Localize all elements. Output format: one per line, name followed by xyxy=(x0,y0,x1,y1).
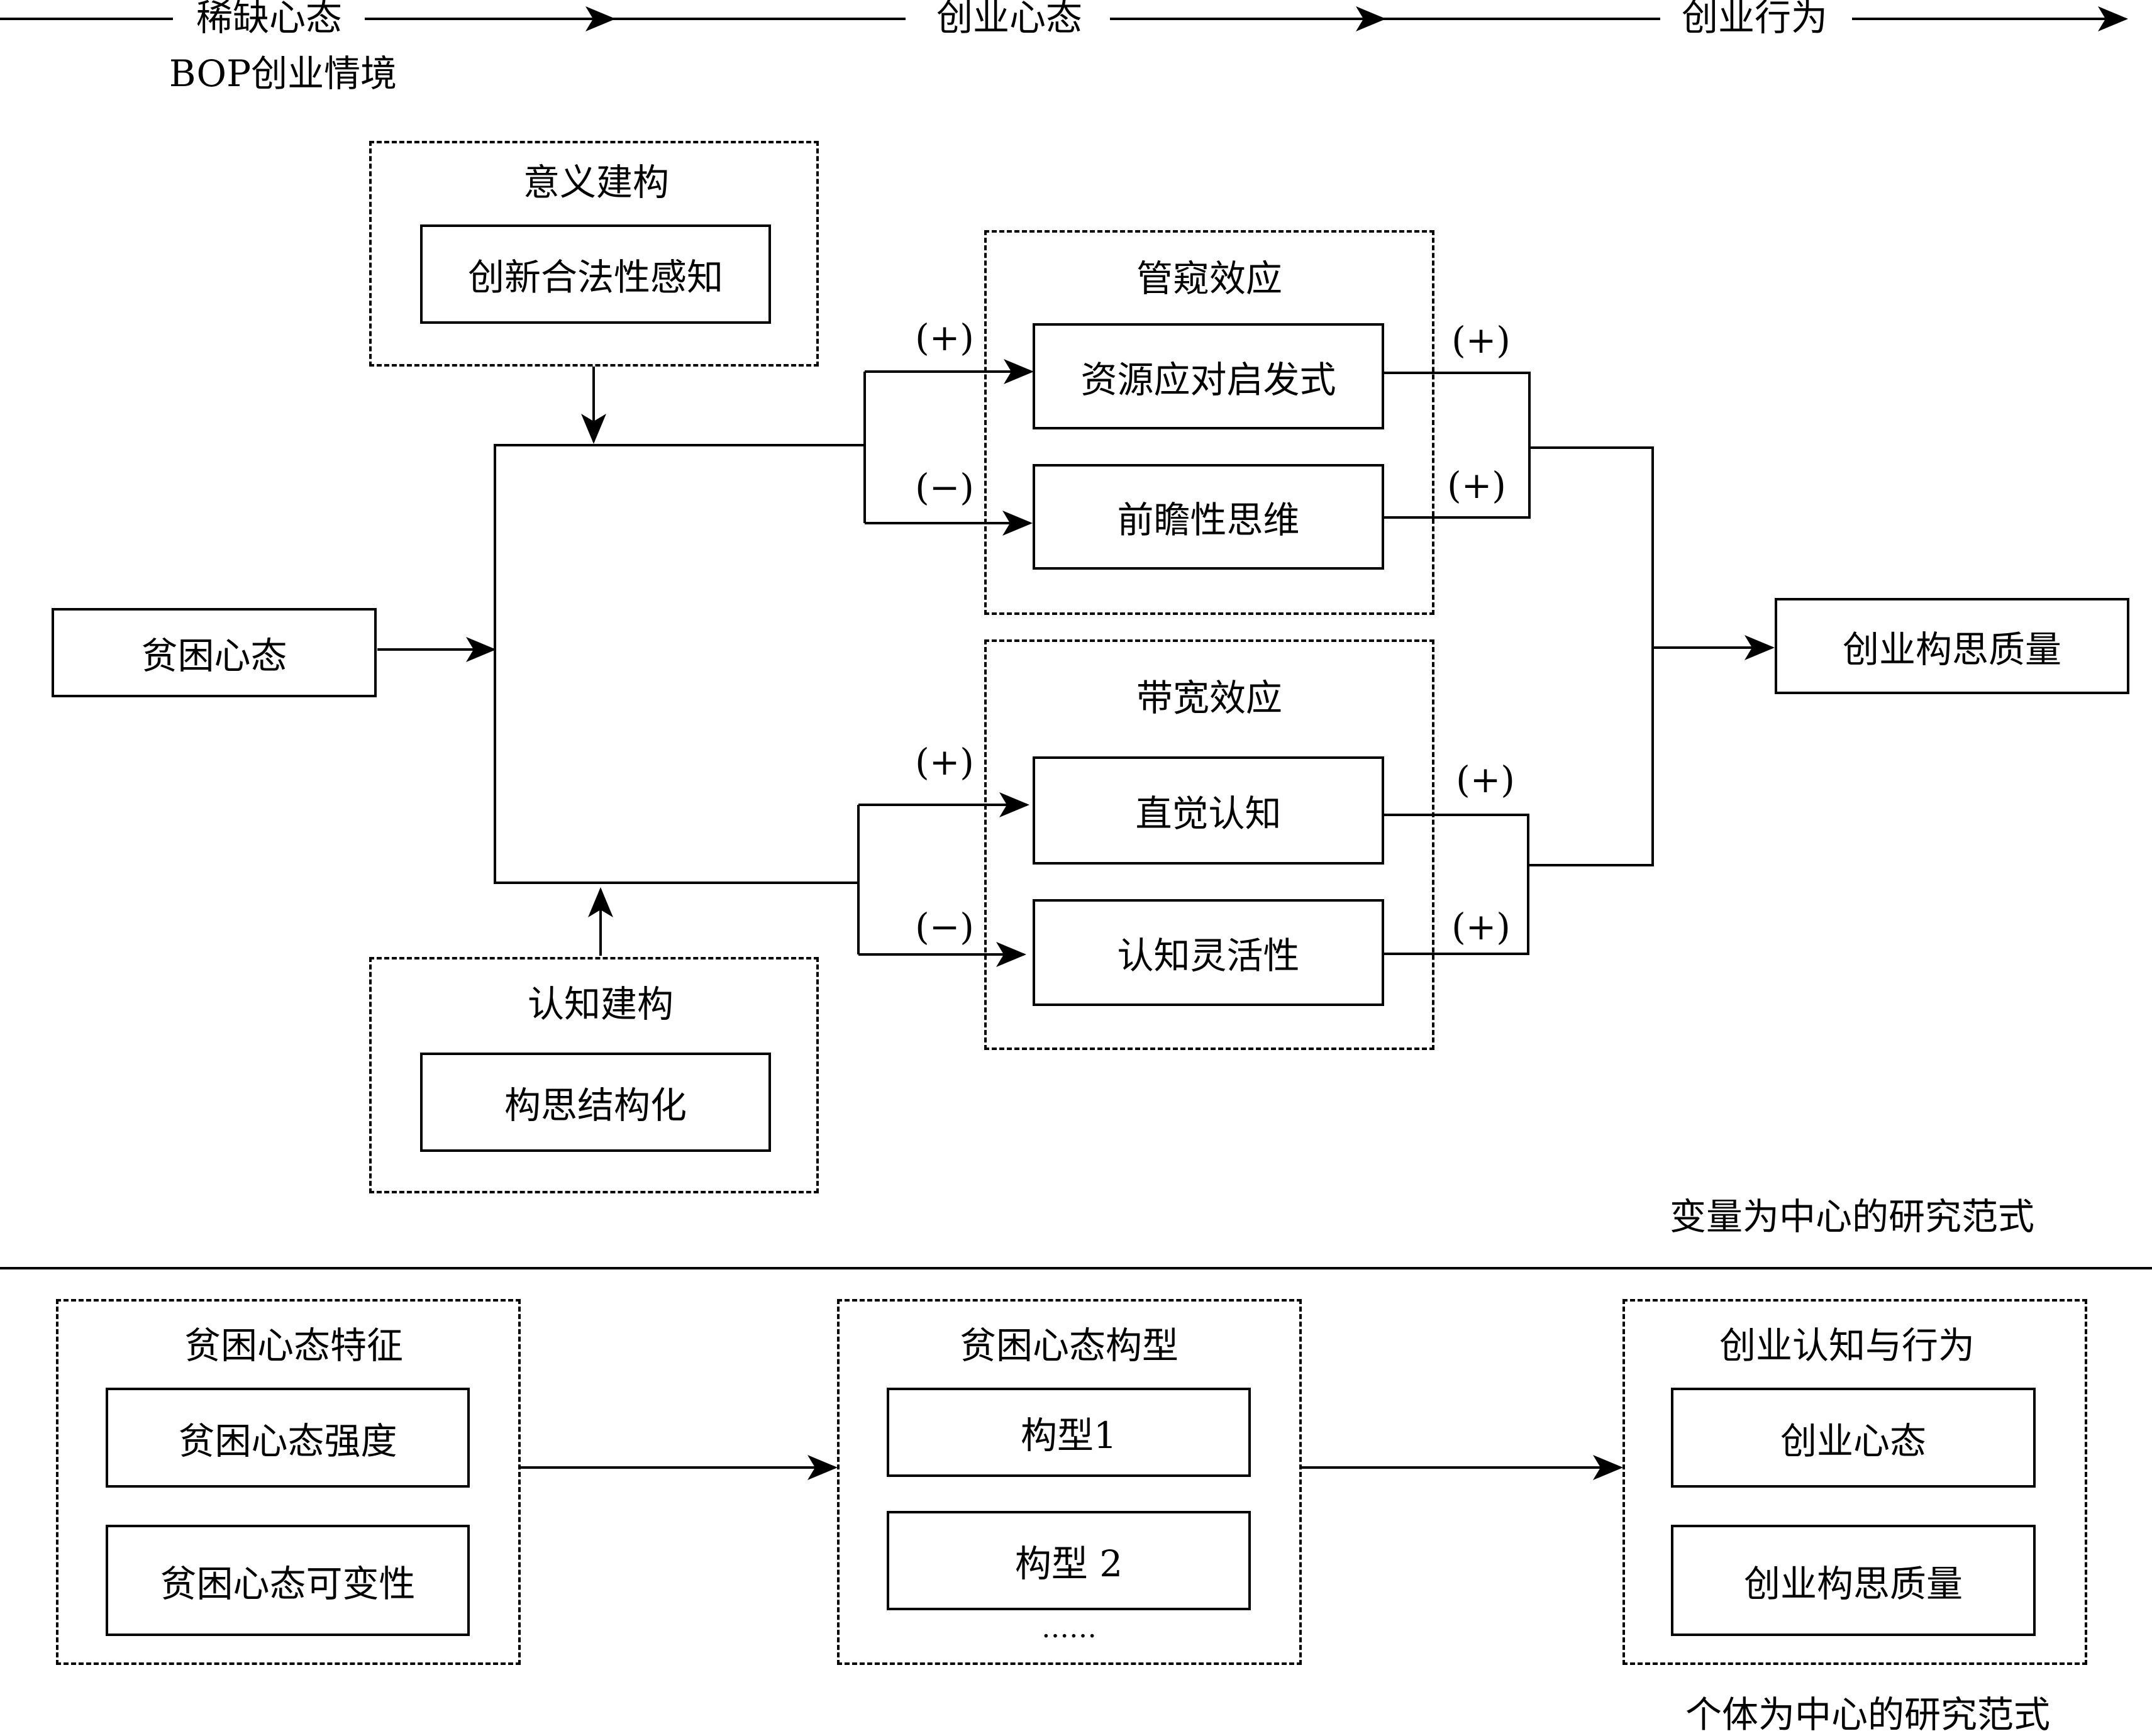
innovation-legitimacy-label: 创新合法性感知 xyxy=(467,256,723,299)
future-oriented-thinking-label: 前瞻性思维 xyxy=(1117,499,1300,541)
entrepreneurial-idea-quality-label: 创业构思质量 xyxy=(1743,1562,1963,1605)
sign-out-bandwidth-2: (+) xyxy=(1451,905,1511,948)
poverty-mindset-variability: 贫困心态可变性 xyxy=(106,1525,470,1636)
sign-out-tunnel-2: (+) xyxy=(1447,464,1506,507)
trunk-line xyxy=(494,444,865,884)
poverty-mindset-features-title: 贫困心态特征 xyxy=(184,1324,404,1367)
moderator-innovation-legitimacy: 创新合法性感知 xyxy=(420,224,771,324)
context-label: BOP创业情境 xyxy=(169,52,397,95)
poverty-mindset-intensity: 贫困心态强度 xyxy=(106,1388,470,1488)
source-poverty-mindset: 贫困心态 xyxy=(52,608,377,697)
configuration-1-label: 构型1 xyxy=(1021,1414,1117,1457)
person-paradigm-label: 个体为中心的研究范式 xyxy=(1685,1693,2051,1736)
configuration-1: 构型1 xyxy=(887,1388,1251,1477)
sign-out-tunnel-1: (+) xyxy=(1451,319,1511,362)
idea-structuring-label: 构思结构化 xyxy=(504,1084,687,1127)
sign-in-bandwidth-1: (+) xyxy=(915,741,974,783)
tunnel-merge xyxy=(1384,372,1531,519)
sign-in-tunnel-2: (−) xyxy=(915,466,974,509)
intuitive-cognition-label: 直觉认知 xyxy=(1135,792,1282,835)
moderator-cognitive-title: 认知建构 xyxy=(527,983,674,1026)
sign-in-bandwidth-2: (−) xyxy=(915,905,974,948)
poverty-mindset-features-group xyxy=(56,1299,521,1665)
entrepreneurial-mindset: 创业心态 xyxy=(1671,1388,2036,1488)
variability-label: 贫困心态可变性 xyxy=(160,1562,416,1605)
bandwidth-merge xyxy=(1384,814,1529,955)
stage-scarcity-mindset: 稀缺心态 xyxy=(187,0,352,36)
resource-coping-heuristic: 资源应对启发式 xyxy=(1033,323,1384,429)
configuration-ellipsis: …… xyxy=(1041,1612,1097,1644)
source-label: 贫困心态 xyxy=(141,634,287,677)
configuration-2: 构型 2 xyxy=(887,1511,1251,1610)
entrepreneurial-cognition-behavior-group xyxy=(1622,1299,2087,1665)
stage-entrepreneurial-mindset: 创业心态 xyxy=(927,0,1092,36)
sign-in-tunnel-1: (+) xyxy=(915,316,974,359)
outcome-label: 创业构思质量 xyxy=(1842,628,2061,671)
moderator-cognitive-group xyxy=(369,957,819,1193)
intensity-label: 贫困心态强度 xyxy=(178,1419,397,1462)
bandwidth-effect-title: 带宽效应 xyxy=(1136,677,1283,719)
cognitive-flexibility: 认知灵活性 xyxy=(1033,899,1384,1006)
future-oriented-thinking: 前瞻性思维 xyxy=(1033,464,1384,570)
tunnel-to-outcome xyxy=(1529,446,1654,648)
stage-entrepreneurial-behavior: 创业行为 xyxy=(1672,0,1837,36)
entrepreneurial-idea-quality: 创业构思质量 xyxy=(1671,1525,2036,1636)
poverty-mindset-configuration-group xyxy=(837,1299,1302,1665)
entrepreneurial-mindset-label: 创业心态 xyxy=(1780,1419,1926,1462)
sign-out-bandwidth-1: (+) xyxy=(1456,758,1515,801)
bandwidth-effect-group xyxy=(984,639,1434,1050)
moderator-idea-structuring: 构思结构化 xyxy=(420,1053,771,1152)
poverty-mindset-configuration-title: 贫困心态构型 xyxy=(959,1324,1179,1367)
intuitive-cognition: 直觉认知 xyxy=(1033,756,1384,865)
tunnel-effect-title: 管窥效应 xyxy=(1136,257,1283,300)
entrepreneurial-cognition-behavior-title: 创业认知与行为 xyxy=(1719,1324,1975,1367)
variable-paradigm-label: 变量为中心的研究范式 xyxy=(1669,1195,2035,1238)
cognitive-flexibility-label: 认知灵活性 xyxy=(1117,934,1300,977)
tunnel-effect-group xyxy=(984,230,1434,615)
bandwidth-to-outcome xyxy=(1528,648,1654,866)
moderator-sensemaking-title: 意义建构 xyxy=(523,161,670,204)
moderator-sensemaking-group xyxy=(369,141,819,367)
resource-coping-heuristic-label: 资源应对启发式 xyxy=(1080,358,1336,401)
outcome-idea-quality: 创业构思质量 xyxy=(1775,598,2129,694)
configuration-2-label: 构型 2 xyxy=(1014,1542,1123,1585)
